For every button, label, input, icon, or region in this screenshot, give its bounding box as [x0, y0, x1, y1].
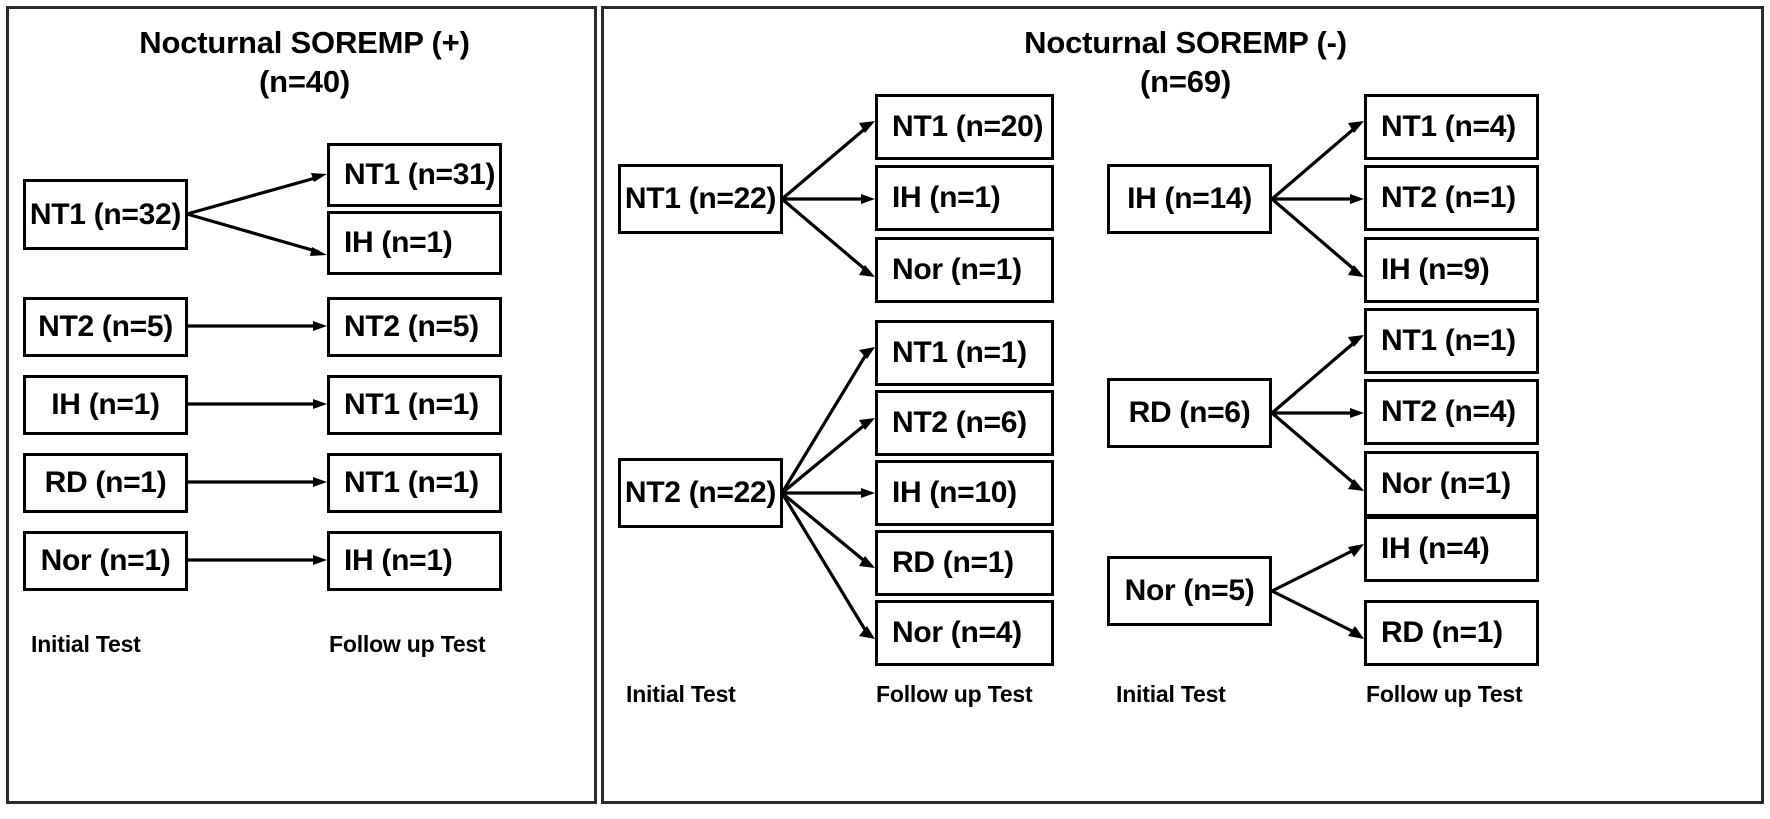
node-initial-neg-nt2[interactable]: NT2 (n=22) — [618, 458, 783, 528]
caption-initial-test-right-a: Initial Test — [626, 681, 736, 707]
node-label: NT1 (n=1) — [344, 388, 479, 421]
node-followup-neg-ih-ih[interactable]: IH (n=9) — [1364, 237, 1539, 303]
caption-initial-test-right-b: Initial Test — [1116, 681, 1226, 707]
caption-followup-test-left: Follow up Test — [329, 631, 486, 657]
node-label: IH (n=1) — [51, 388, 160, 421]
node-label: IH (n=9) — [1381, 253, 1490, 286]
node-label: NT2 (n=5) — [38, 310, 173, 343]
node-followup-neg-nt1-ih[interactable]: IH (n=1) — [875, 165, 1054, 231]
node-label: NT1 (n=32) — [29, 197, 182, 231]
node-label: NT1 (n=31) — [344, 158, 496, 191]
node-followup-pos-nt1-nt1[interactable]: NT1 (n=31) — [327, 143, 502, 207]
node-label: Nor (n=1) — [40, 544, 171, 577]
node-label: RD (n=6) — [1128, 396, 1251, 429]
node-followup-neg-nt2-nt1[interactable]: NT1 (n=1) — [875, 320, 1054, 386]
caption-initial-test-left: Initial Test — [31, 631, 141, 657]
node-initial-neg-nt1[interactable]: NT1 (n=22) — [618, 164, 783, 234]
node-initial-neg-rd[interactable]: RD (n=6) — [1107, 378, 1272, 448]
caption-followup-test-right-b: Follow up Test — [1366, 681, 1523, 707]
node-label: NT1 (n=22) — [624, 182, 777, 215]
node-label: NT1 (n=1) — [1381, 324, 1516, 357]
node-followup-neg-rd-nt2[interactable]: NT2 (n=4) — [1364, 379, 1539, 445]
node-initial-pos-nt1[interactable]: NT1 (n=32) — [23, 179, 188, 250]
node-label: IH (n=10) — [892, 476, 1017, 509]
node-label: IH (n=14) — [1127, 182, 1252, 215]
panel-soremp-positive: Nocturnal SOREMP (+) (n=40) NT1 (n=32) N… — [6, 6, 597, 804]
node-label: RD (n=1) — [1381, 616, 1503, 649]
node-label: RD (n=1) — [892, 546, 1014, 579]
node-initial-pos-ih[interactable]: IH (n=1) — [23, 375, 188, 435]
node-followup-pos-ih-nt1[interactable]: NT1 (n=1) — [327, 375, 502, 435]
node-label: Nor (n=1) — [1381, 467, 1511, 500]
node-followup-pos-nor-ih[interactable]: IH (n=1) — [327, 531, 502, 591]
node-label: NT2 (n=4) — [1381, 395, 1516, 428]
node-label: IH (n=1) — [892, 181, 1001, 214]
node-followup-neg-ih-nt2[interactable]: NT2 (n=1) — [1364, 165, 1539, 231]
node-label: NT2 (n=1) — [1381, 181, 1516, 214]
panel-title-soremp-negative: Nocturnal SOREMP (-) (n=69) — [1024, 25, 1347, 99]
node-label: Nor (n=4) — [892, 616, 1022, 649]
node-initial-pos-rd[interactable]: RD (n=1) — [23, 453, 188, 513]
node-followup-neg-nt2-nt2[interactable]: NT2 (n=6) — [875, 390, 1054, 456]
node-initial-neg-ih[interactable]: IH (n=14) — [1107, 164, 1272, 234]
node-label: NT2 (n=5) — [344, 310, 479, 343]
node-followup-neg-nt1-nt1[interactable]: NT1 (n=20) — [875, 94, 1054, 160]
node-label: NT2 (n=22) — [624, 476, 777, 509]
node-followup-pos-nt2-nt2[interactable]: NT2 (n=5) — [327, 297, 502, 357]
node-followup-neg-ih-nt1[interactable]: NT1 (n=4) — [1364, 94, 1539, 160]
node-initial-neg-nor[interactable]: Nor (n=5) — [1107, 556, 1272, 626]
node-label: NT1 (n=4) — [1381, 110, 1516, 143]
caption-followup-test-right-a: Follow up Test — [876, 681, 1033, 707]
panel-title-soremp-positive: Nocturnal SOREMP (+) (n=40) — [139, 25, 470, 99]
node-label: IH (n=1) — [344, 544, 453, 577]
node-label: NT1 (n=20) — [892, 110, 1044, 143]
node-followup-neg-nor-ih[interactable]: IH (n=4) — [1364, 516, 1539, 582]
node-followup-neg-rd-nt1[interactable]: NT1 (n=1) — [1364, 308, 1539, 374]
node-followup-neg-nt2-rd[interactable]: RD (n=1) — [875, 530, 1054, 596]
node-label: NT2 (n=6) — [892, 406, 1027, 439]
node-followup-pos-nt1-ih[interactable]: IH (n=1) — [327, 211, 502, 275]
panel-soremp-negative: Nocturnal SOREMP (-) (n=69) — [601, 6, 1764, 804]
node-followup-pos-rd-nt1[interactable]: NT1 (n=1) — [327, 453, 502, 513]
node-followup-neg-nt1-nor[interactable]: Nor (n=1) — [875, 237, 1054, 303]
node-label: Nor (n=1) — [892, 253, 1022, 286]
node-label: IH (n=4) — [1381, 532, 1490, 565]
node-label: RD (n=1) — [44, 466, 167, 499]
node-label: NT1 (n=1) — [892, 336, 1027, 369]
node-followup-neg-nor-rd[interactable]: RD (n=1) — [1364, 600, 1539, 666]
node-label: NT1 (n=1) — [344, 466, 479, 499]
node-followup-neg-nt2-nor[interactable]: Nor (n=4) — [875, 600, 1054, 666]
node-label: IH (n=1) — [344, 226, 453, 259]
node-followup-neg-nt2-ih[interactable]: IH (n=10) — [875, 460, 1054, 526]
node-initial-pos-nt2[interactable]: NT2 (n=5) — [23, 297, 188, 357]
node-followup-neg-rd-nor[interactable]: Nor (n=1) — [1364, 451, 1539, 517]
node-label: Nor (n=5) — [1124, 574, 1255, 607]
node-initial-pos-nor[interactable]: Nor (n=1) — [23, 531, 188, 591]
